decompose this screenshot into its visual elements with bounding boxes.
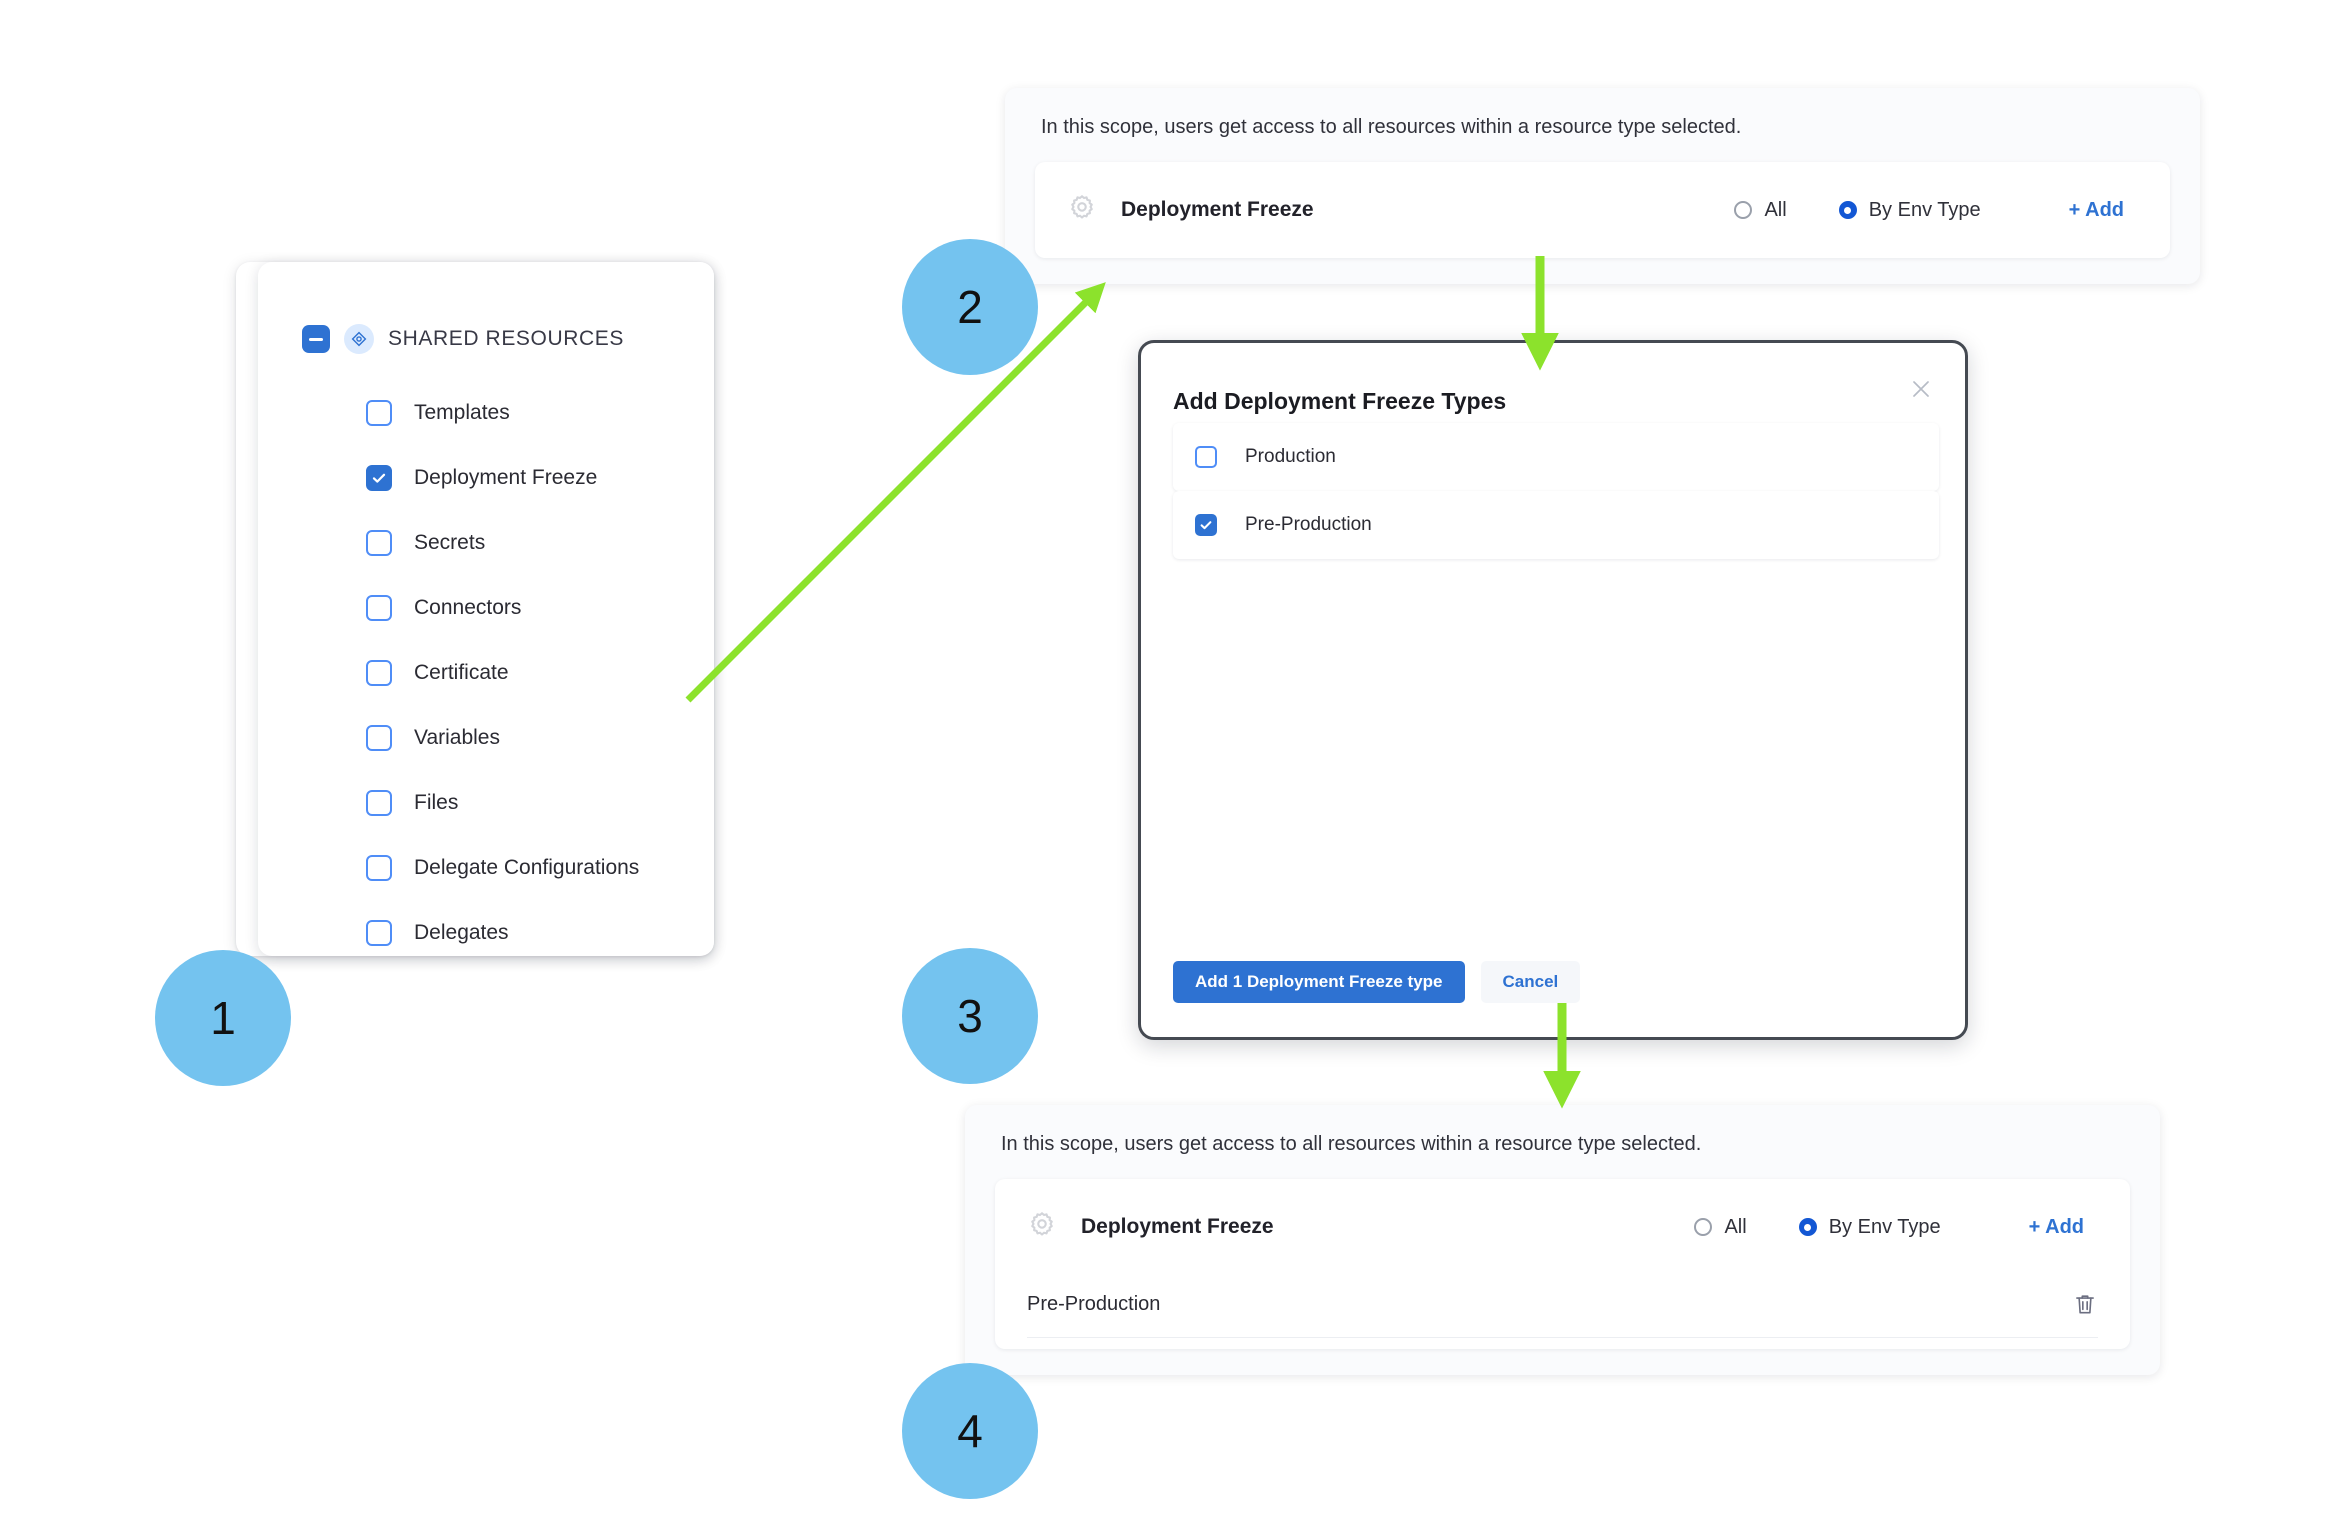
radio-by-env-type-icon[interactable] — [1838, 201, 1857, 219]
checkbox-production[interactable] — [1195, 446, 1217, 468]
shared-resources-header[interactable]: SHARED RESOURCES — [302, 324, 624, 354]
resource-row: Deployment Freeze All By Env Type + Add — [1035, 162, 2170, 258]
list-item[interactable]: Delegates — [258, 900, 714, 965]
radio-all-icon[interactable] — [1734, 201, 1753, 219]
checkbox-files[interactable] — [366, 789, 392, 816]
close-icon[interactable] — [1903, 371, 1939, 407]
radio-option-all[interactable]: All — [1734, 198, 1787, 222]
step-number: 1 — [210, 992, 236, 1044]
list-item-label: Variables — [414, 725, 500, 749]
checkbox-certificate[interactable] — [366, 659, 392, 686]
radio-option-by-env-type[interactable]: By Env Type — [1838, 198, 1981, 222]
option-label: Production — [1245, 446, 1336, 467]
modal-footer: Add 1 Deployment Freeze type Cancel — [1173, 961, 1581, 1003]
cancel-button[interactable]: Cancel — [1480, 961, 1581, 1003]
checkbox-connectors[interactable] — [366, 594, 392, 621]
add-button[interactable]: + Add — [2068, 198, 2124, 221]
checkbox-deployment-freeze[interactable] — [366, 464, 392, 491]
shared-resources-title: SHARED RESOURCES — [388, 327, 624, 350]
radio-all-label: All — [1764, 198, 1787, 221]
checkbox-delegate-configurations[interactable] — [366, 854, 392, 881]
checkbox-pre-production[interactable] — [1195, 514, 1217, 536]
option-row-pre-production[interactable]: Pre-Production — [1173, 491, 1939, 559]
radio-option-all[interactable]: All — [1694, 1215, 1747, 1239]
option-label: Pre-Production — [1245, 514, 1372, 535]
shared-resources-card-inner: SHARED RESOURCES Templates Deployment Fr… — [258, 262, 714, 956]
scope-description: In this scope, users get access to all r… — [1001, 1133, 1702, 1155]
list-item-label: Templates — [414, 400, 510, 424]
step-number: 2 — [957, 281, 983, 333]
resource-node-icon — [344, 324, 374, 354]
radio-all-label: All — [1724, 1215, 1747, 1238]
gear-icon — [1067, 193, 1097, 228]
indeterminate-dash-icon — [309, 337, 323, 341]
list-item[interactable]: Variables — [258, 705, 714, 770]
arrow-sidebar-to-scope-panel — [685, 282, 1106, 703]
step-marker-2: 2 — [902, 239, 1038, 375]
radio-by-env-type-label: By Env Type — [1868, 198, 1981, 221]
list-item[interactable]: Certificate — [258, 640, 714, 705]
resource-row-card: Deployment Freeze All By Env Type + Add … — [995, 1179, 2130, 1349]
list-item[interactable]: Connectors — [258, 575, 714, 640]
list-item[interactable]: Templates — [258, 380, 714, 445]
step-number: 4 — [957, 1405, 983, 1457]
resource-row: Deployment Freeze All By Env Type + Add — [995, 1179, 2130, 1275]
shared-resources-list: Templates Deployment Freeze Secrets Conn… — [258, 380, 714, 965]
list-item[interactable]: Files — [258, 770, 714, 835]
gear-icon — [1027, 1210, 1057, 1245]
checkbox-variables[interactable] — [366, 724, 392, 751]
radio-all-icon[interactable] — [1694, 1218, 1713, 1236]
scope-controls: All By Env Type + Add — [1734, 199, 2170, 222]
step-marker-4: 4 — [902, 1363, 1038, 1499]
scope-controls: All By Env Type + Add — [1694, 1216, 2130, 1239]
option-row-production[interactable]: Production — [1173, 423, 1939, 491]
selected-item-label: Pre-Production — [1027, 1292, 1161, 1315]
radio-by-env-type-icon[interactable] — [1798, 1218, 1817, 1236]
resource-name: Deployment Freeze — [1081, 1215, 1274, 1238]
modal-title: Add Deployment Freeze Types — [1173, 388, 1507, 414]
scope-description: In this scope, users get access to all r… — [1041, 116, 1742, 138]
list-item-label: Secrets — [414, 530, 486, 554]
selected-item-row: Pre-Production — [1027, 1271, 2098, 1338]
shared-resources-checkbox[interactable] — [302, 325, 330, 353]
resource-name: Deployment Freeze — [1121, 198, 1314, 221]
list-item-label: Delegates — [414, 920, 509, 944]
list-item-label: Connectors — [414, 595, 522, 619]
scope-panel-after: In this scope, users get access to all r… — [965, 1105, 2160, 1375]
radio-by-env-type-label: By Env Type — [1828, 1215, 1941, 1238]
shared-resources-card: SHARED RESOURCES Templates Deployment Fr… — [236, 262, 714, 956]
list-item-label: Files — [414, 790, 459, 814]
step-number: 3 — [957, 990, 983, 1042]
list-item-label: Delegate Configurations — [414, 855, 640, 879]
list-item-label: Deployment Freeze — [414, 465, 598, 489]
checkbox-secrets[interactable] — [366, 529, 392, 556]
scope-panel-before: In this scope, users get access to all r… — [1005, 88, 2200, 284]
resource-row-card: Deployment Freeze All By Env Type + Add — [1035, 162, 2170, 258]
step-marker-3: 3 — [902, 948, 1038, 1084]
radio-option-by-env-type[interactable]: By Env Type — [1798, 1215, 1941, 1239]
add-deployment-freeze-type-button[interactable]: Add 1 Deployment Freeze type — [1173, 961, 1465, 1003]
checkbox-templates[interactable] — [366, 399, 392, 426]
list-item-label: Certificate — [414, 660, 509, 684]
list-item[interactable]: Deployment Freeze — [258, 445, 714, 510]
step-marker-1: 1 — [155, 950, 291, 1086]
list-item[interactable]: Delegate Configurations — [258, 835, 714, 900]
add-deployment-freeze-types-modal: Add Deployment Freeze Types Production P… — [1138, 340, 1968, 1040]
checkbox-delegates[interactable] — [366, 919, 392, 946]
trash-icon[interactable] — [2072, 1291, 2098, 1317]
add-button[interactable]: + Add — [2028, 1215, 2084, 1238]
list-item[interactable]: Secrets — [258, 510, 714, 575]
